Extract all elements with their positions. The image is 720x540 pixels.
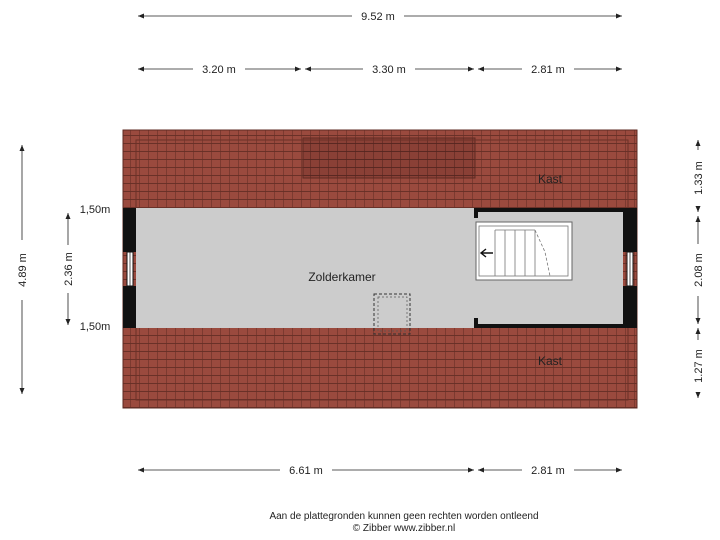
staircase	[475, 221, 573, 281]
dim-right-seg-2: 2.08 m	[693, 253, 705, 287]
room-label-kast-bottom: Kast	[538, 354, 563, 368]
footer-copyright: © Zibber www.zibber.nl	[353, 523, 455, 534]
dim-top-seg-2: 3.30 m	[372, 64, 406, 76]
dim-left-inner: 2.36 m	[63, 252, 75, 286]
dim-bottom-seg-2: 2.81 m	[531, 465, 565, 477]
dim-left-height-top: 1,50m	[80, 204, 111, 216]
stair-direction-arrow	[479, 248, 493, 258]
dim-bottom-seg-1: 6.61 m	[289, 465, 323, 477]
room-label-zolderkamer: Zolderkamer	[308, 270, 375, 284]
walls	[123, 208, 637, 328]
dimension-lines	[19, 13, 701, 473]
window-left	[126, 251, 134, 287]
roof-hatch	[373, 293, 411, 335]
dim-top-total: 9.52 m	[361, 11, 395, 23]
dim-top-seg-1: 3.20 m	[202, 64, 236, 76]
dim-left-total: 4.89 m	[17, 253, 29, 287]
window-right	[626, 251, 634, 287]
dim-right-seg-1: 1.33 m	[693, 161, 705, 195]
room-label-kast-top: Kast	[538, 172, 563, 186]
dim-left-height-bottom: 1,50m	[80, 321, 111, 333]
dim-right-seg-3: 1.27 m	[693, 349, 705, 383]
dim-top-seg-3: 2.81 m	[531, 64, 565, 76]
footer-disclaimer: Aan de plattegronden kunnen geen rechten…	[269, 511, 538, 522]
